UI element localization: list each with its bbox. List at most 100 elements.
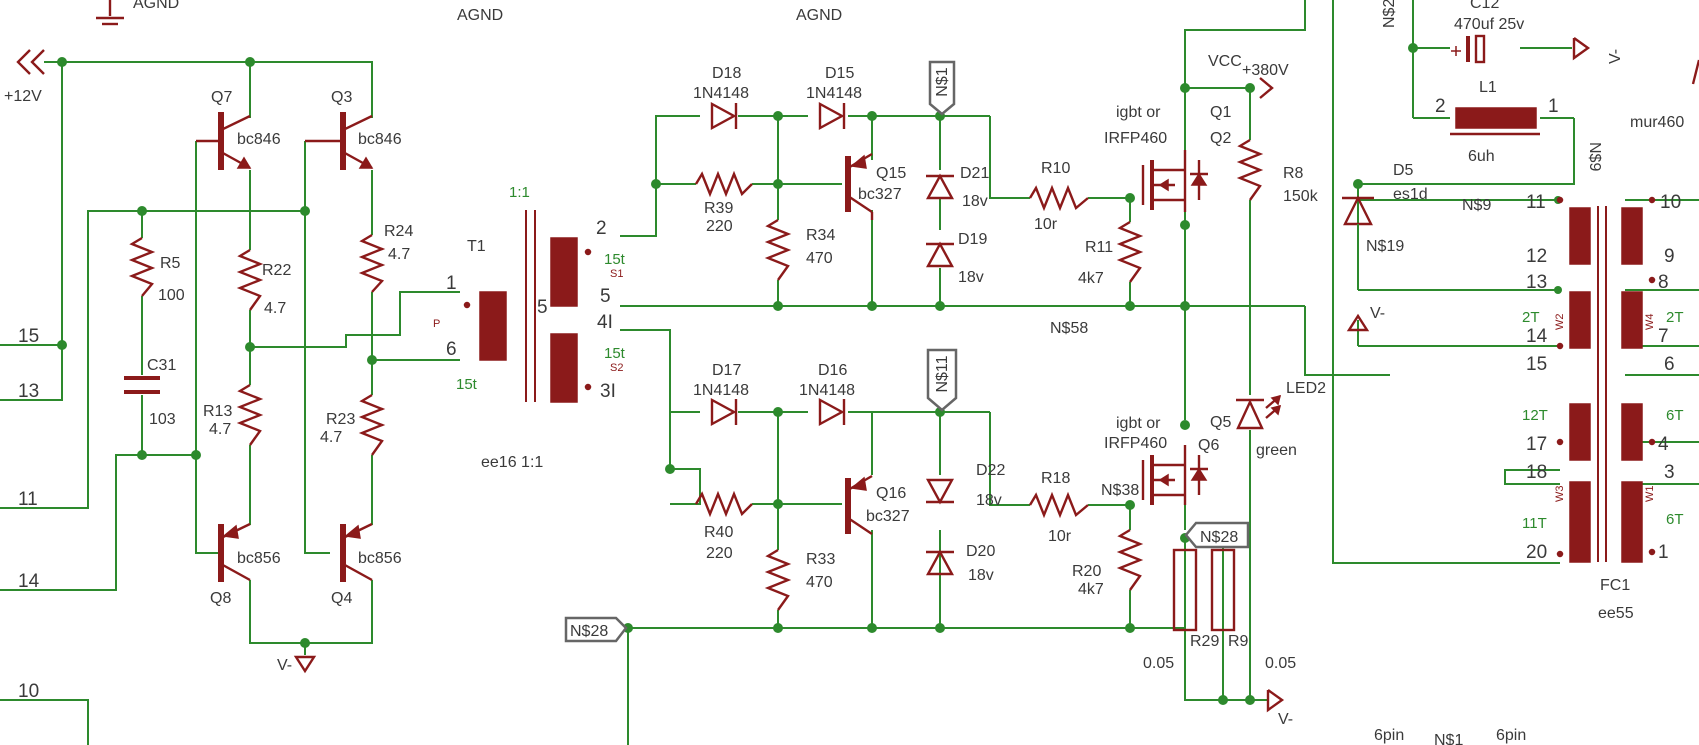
fc1-pin4: 4 [1658,434,1669,455]
net-label-n24: N$24 [1381,0,1398,28]
fc1-turns-2t-left: 2T [1522,309,1540,326]
label-r33: R33 [806,551,835,568]
value-r9: 0.05 [1265,655,1296,672]
net-label-agnd: AGND [796,7,842,24]
resistor-r8 [1236,138,1264,201]
value-l1: 6uh [1468,148,1495,165]
net-label-n9: N$9 [1586,142,1603,171]
fc1-w3: W3 [1554,486,1566,503]
pin-label-14: 14 [18,571,40,592]
fc1-pin20: 20 [1526,542,1547,563]
shunt-r9 [1210,548,1236,632]
fc1-turns-6t-a: 6T [1666,407,1684,424]
label-d20: D20 [966,543,995,560]
label-t1: T1 [467,238,486,255]
label-q16: Q16 [876,485,906,502]
type-d5: es1d [1393,186,1428,203]
fc1-pin12: 12 [1526,246,1547,267]
value-r20: 4k7 [1078,581,1104,598]
label-d19: D19 [958,231,987,248]
resistor-r22 [236,248,264,311]
resistor-r18 [1028,491,1089,519]
value-d22: 18v [976,492,1002,509]
value-r24: 4.7 [388,246,410,263]
net-label-n9: N$9 [1462,197,1491,214]
value-r33: 470 [806,574,833,591]
value-c12: 470uf 25v [1454,16,1524,33]
mosfet-q6 [1141,445,1208,505]
label-r11: R11 [1085,239,1113,256]
label-q3: Q3 [331,89,352,106]
mur460-edge [1691,59,1699,85]
value-r23: 4.7 [320,429,342,446]
type-q3: bc846 [358,131,402,148]
agnd-symbol-left: AGND [96,0,179,26]
wires-middle [620,115,1305,745]
label-c12: C12 [1470,0,1499,12]
value-d20: 18v [968,567,994,584]
label-r8: R8 [1283,165,1304,182]
net-label-n19: N$19 [1366,238,1404,255]
type-q4: bc856 [358,550,402,567]
net-flag-n28-left: N$28 [564,616,628,643]
transformer-t1 [463,210,592,403]
value-c31: 103 [149,411,176,428]
t1-pin5: 5 [537,297,548,318]
transistor-q16 [845,474,873,535]
fc1-pin6: 6 [1664,354,1675,375]
value-r8: 150k [1283,188,1319,205]
shunt-r29 [1172,548,1198,632]
type-d17: 1N4148 [693,382,749,399]
fc1-pin15: 15 [1526,354,1547,375]
value-r39: 220 [706,218,733,235]
diode-d16 [818,397,846,427]
type-q15: bc327 [858,186,902,203]
pin-label-10: 10 [18,681,39,702]
label-mur460: mur460 [1630,114,1684,131]
fc1-pin18: 18 [1526,462,1547,483]
t1-s2: S2 [610,362,623,374]
label-d17: D17 [712,362,741,379]
resistor-r5 [128,236,156,297]
value-r22: 4.7 [264,300,286,317]
l1-pin2: 2 [1435,96,1446,117]
vminus-symbol [293,655,317,674]
net-label-vcc: VCC [1208,53,1242,70]
label-d18: D18 [712,65,741,82]
value-r34: 470 [806,250,833,267]
label-fc1: FC1 [1600,577,1630,594]
t1-pin4: 4I [597,312,613,333]
net-label-n28: N$28 [1200,529,1238,546]
t1-p: P [433,318,440,330]
fc1-pin9: 9 [1664,246,1675,267]
t1-part: ee16 1:1 [481,454,543,471]
label-q5: Q5 [1210,414,1231,431]
label-r20: R20 [1072,563,1101,580]
value-d19: 18v [958,269,984,286]
type-d18: 1N4148 [693,85,749,102]
label-d15: D15 [825,65,854,82]
label-led2: LED2 [1286,380,1326,397]
net-label-n1-bottom: N$1 [1434,732,1463,745]
t1-turns-p: 15t [456,376,478,393]
fc1-pin11: 11 [1526,192,1546,213]
led-color: green [1256,442,1297,459]
label-c31: C31 [147,357,176,374]
t1-ratio: 1:1 [509,184,530,201]
net-label-agnd: AGND [133,0,179,12]
value-r10: 10r [1034,216,1058,233]
fc1-w2: W2 [1554,314,1566,331]
value-r29: 0.05 [1143,655,1174,672]
fc1-turns-6t-b: 6T [1666,511,1684,528]
fc1-pin13: 13 [1526,272,1547,293]
resistor-r33 [764,548,792,611]
t1-pin5b: 5 [600,286,611,307]
mosfet-part-q6: IRFP460 [1104,435,1167,452]
vminus-symbol-fc1 [1346,313,1370,332]
pin-label-11: 11 [18,489,38,510]
net-flag-n1: N$1 [928,60,956,116]
value-r18: 10r [1048,528,1072,545]
fc1-w4: W4 [1644,314,1656,331]
fc1-pin8: 8 [1658,272,1669,293]
label-l1: L1 [1479,79,1497,96]
